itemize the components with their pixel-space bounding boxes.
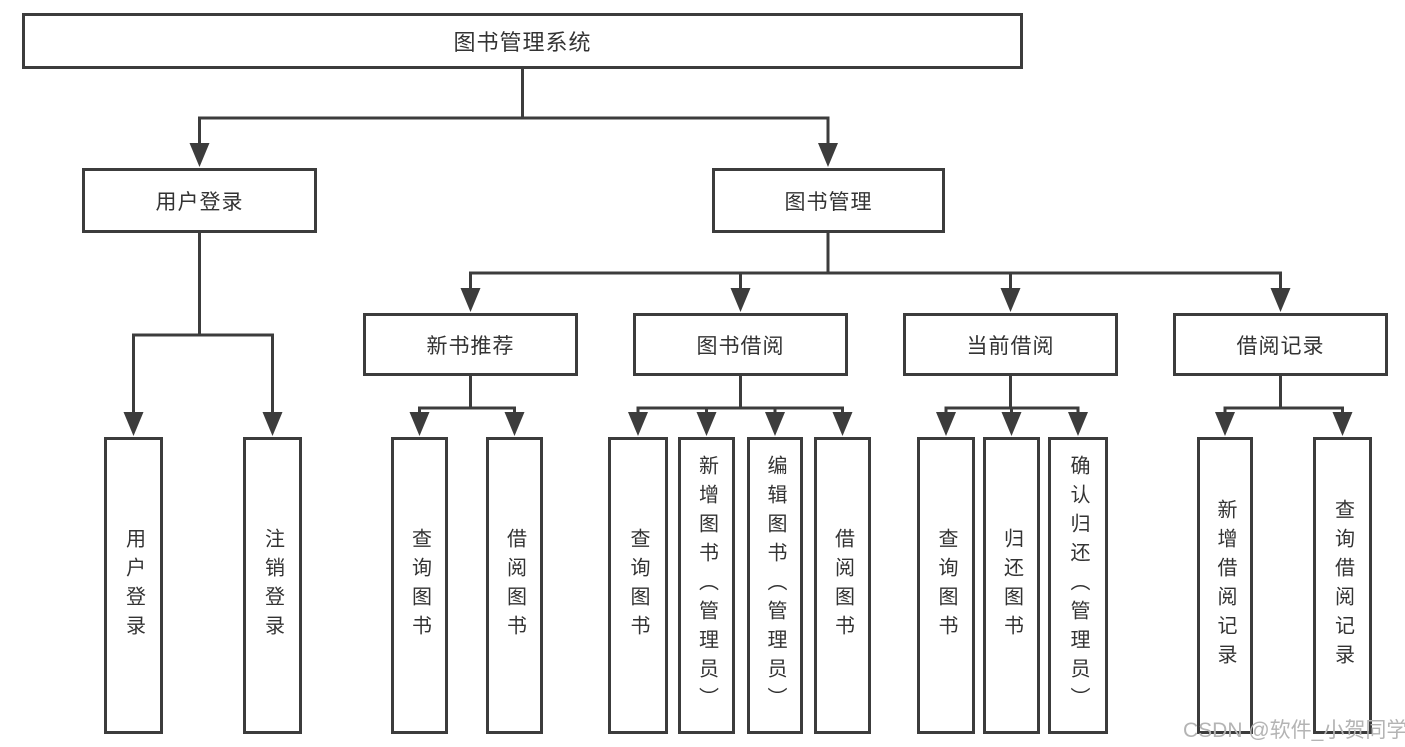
node-leaf-confirm-return-admin: 确认归还（管理员） (1048, 437, 1108, 734)
node-leaf-logout: 注销登录 (243, 437, 302, 734)
node-leaf-edit-books-admin: 编辑图书（管理员） (747, 437, 803, 734)
node-leaf-return-books: 归还图书 (983, 437, 1040, 734)
node-leaf-add-books-admin: 新增图书（管理员） (678, 437, 735, 734)
node-leaf-search-books-3: 查询图书 (917, 437, 975, 734)
node-new-book-recommendation: 新书推荐 (363, 313, 578, 376)
connector-book-borrowing-to-leaves (628, 376, 853, 436)
watermark: CSDN @软件_小贺同学 (1183, 719, 1405, 742)
node-user-login-branch: 用户登录 (82, 168, 317, 233)
node-current-borrowing: 当前借阅 (903, 313, 1118, 376)
node-leaf-search-borrow-record: 查询借阅记录 (1313, 437, 1372, 734)
connector-current-borrowing-to-leaves (936, 376, 1088, 436)
connector-user-login-to-leaves (123, 233, 283, 436)
node-leaf-borrow-books-1: 借阅图书 (486, 437, 543, 734)
node-leaf-user-login: 用户登录 (104, 437, 163, 734)
node-borrowing-records: 借阅记录 (1173, 313, 1388, 376)
node-leaf-add-borrow-record: 新增借阅记录 (1197, 437, 1253, 734)
node-library-management-system: 图书管理系统 (22, 13, 1023, 69)
node-book-borrowing: 图书借阅 (633, 313, 848, 376)
node-leaf-search-books-2: 查询图书 (608, 437, 668, 734)
connector-book-management-to-level3 (460, 233, 1291, 312)
node-book-management-branch: 图书管理 (712, 168, 945, 233)
connector-borrowing-records-to-leaves (1215, 376, 1353, 436)
node-leaf-search-books-1: 查询图书 (391, 437, 448, 734)
connector-root-to-level2 (189, 69, 838, 167)
connector-new-book-recommendation-to-leaves (409, 376, 525, 436)
node-leaf-borrow-books-2: 借阅图书 (814, 437, 871, 734)
